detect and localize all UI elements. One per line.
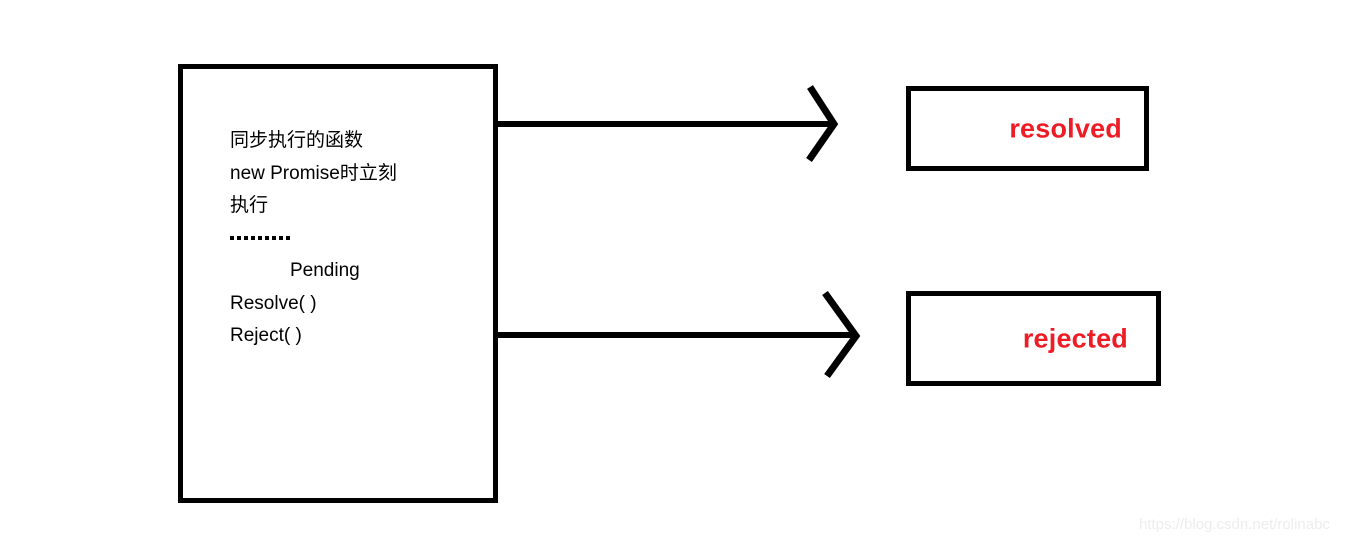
ellipsis-dot bbox=[279, 235, 283, 240]
promise-executor-box: 同步执行的函数 new Promise时立刻 执行 Pending Resolv… bbox=[178, 64, 498, 503]
ellipsis-dot bbox=[265, 235, 269, 240]
arrow-to-rejected-head bbox=[822, 290, 861, 379]
rejected-state-label: rejected bbox=[1022, 323, 1128, 353]
promise-line-pending-state: Pending bbox=[290, 260, 360, 281]
arrow-to-rejected bbox=[498, 290, 861, 379]
ellipsis-dot bbox=[230, 235, 234, 240]
ellipsis-dot bbox=[237, 235, 241, 240]
promise-line-reject-callback: Reject( ) bbox=[230, 325, 302, 346]
promise-line-resolve-callback: Resolve( ) bbox=[230, 292, 317, 314]
resolved-state-label: resolved bbox=[1009, 113, 1122, 143]
promise-line-execute: 执行 bbox=[230, 195, 269, 216]
promise-executor-text: 同步执行的函数 new Promise时立刻 执行 Pending Resolv… bbox=[230, 125, 500, 353]
promise-line-sync-function: 同步执行的函数 bbox=[230, 130, 364, 151]
watermark-text: https://blog.csdn.net/rolinabc bbox=[1139, 516, 1330, 533]
ellipsis-dot bbox=[244, 235, 248, 240]
arrow-to-resolved-head bbox=[806, 85, 839, 162]
promise-line-new-promise: new Promise时立刻 bbox=[230, 162, 397, 184]
arrow-to-resolved bbox=[498, 85, 839, 162]
ellipsis-dot bbox=[286, 235, 290, 240]
promise-line-ellipsis bbox=[230, 223, 500, 256]
ellipsis-dot bbox=[251, 235, 255, 240]
ellipsis-dot bbox=[272, 235, 276, 240]
rejected-state-box: rejected bbox=[906, 291, 1161, 386]
ellipsis-dot bbox=[258, 235, 262, 240]
resolved-state-box: resolved bbox=[906, 86, 1149, 171]
